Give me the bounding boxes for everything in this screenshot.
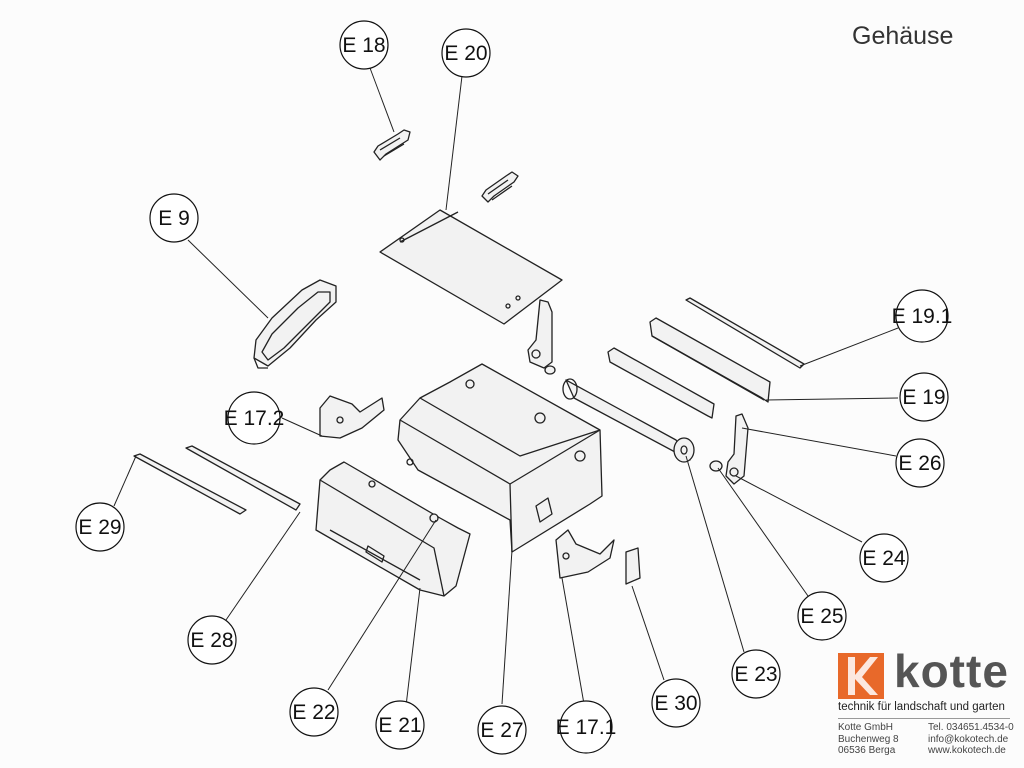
- company-contact: Tel. 034651.4534-0 info@kokotech.de www.…: [928, 722, 1014, 757]
- callout-e26: E 26: [895, 438, 945, 488]
- part-e18-handle: [373, 129, 411, 161]
- company-address: Kotte GmbH Buchenweg 8 06536 Berga: [838, 722, 899, 757]
- callout-label: E 28: [190, 629, 233, 652]
- callout-label: E 24: [862, 547, 906, 570]
- part-e17-1-side-plate: [555, 529, 615, 579]
- callout-label: E 29: [78, 516, 121, 539]
- part-e30-small-plate: [625, 547, 641, 585]
- address-line: Buchenweg 8: [838, 733, 899, 745]
- callout-e9: E 9: [149, 193, 199, 243]
- part-e20-cover-plate: [379, 209, 563, 325]
- callout-e24: E 24: [859, 533, 909, 583]
- callout-e27: E 27: [477, 705, 527, 755]
- address-line: Kotte GmbH: [838, 722, 894, 733]
- callout-e22: E 22: [289, 687, 339, 737]
- callout-e23: E 23: [731, 649, 781, 699]
- part-e27-housing: [397, 363, 603, 553]
- part-e19-angle-strip: [649, 317, 771, 403]
- part-e23-roller: [562, 378, 695, 463]
- callout-e19: E 19: [899, 372, 949, 422]
- part-e17-2-side-plate: [319, 395, 385, 439]
- website-url: www.kokotech.de: [928, 745, 1006, 756]
- part-e26-right-bracket: [725, 413, 749, 485]
- callout-label: E 19.1: [892, 305, 953, 328]
- callout-e29: E 29: [75, 502, 125, 552]
- page-title: Gehäuse: [852, 22, 954, 50]
- callout-label: E 27: [480, 719, 523, 742]
- callout-label: E 17.1: [556, 716, 617, 739]
- company-logo-block: kotte technik für landschaft und garten …: [838, 645, 1014, 760]
- part-e22-bolt: [429, 513, 439, 523]
- part-e9-belt-guard: [253, 279, 337, 369]
- callout-label: E 23: [734, 663, 777, 686]
- callout-label: E 9: [158, 207, 190, 230]
- part-e20-handle: [481, 171, 519, 203]
- part-e19-lower-strip: [607, 347, 715, 419]
- phone-number: Tel. 034651.4534-0: [928, 722, 1014, 733]
- callout-e21: E 21: [375, 700, 425, 750]
- email-address: info@kokotech.de: [928, 733, 1009, 745]
- callout-e25: E 25: [797, 591, 847, 641]
- brand-tagline: technik für landschaft und garten: [838, 701, 1005, 713]
- kotte-logo-icon: [838, 653, 884, 699]
- callout-e28: E 28: [187, 615, 237, 665]
- leader-lines: [113, 67, 899, 707]
- address-line: 06536 Berga: [838, 745, 896, 756]
- callout-label: E 18: [342, 34, 385, 57]
- brand-name: kotte: [894, 645, 1009, 697]
- callout-e30: E 30: [651, 678, 701, 728]
- callout-label: E 26: [898, 452, 941, 475]
- part-e26-left-bracket: [527, 299, 553, 369]
- callout-label: E 22: [292, 701, 335, 724]
- divider: [838, 718, 1010, 719]
- callout-label: E 20: [444, 42, 487, 65]
- callout-e17-2: E 17.2: [224, 391, 285, 445]
- callout-label: E 30: [654, 692, 697, 715]
- part-e29-strip: [133, 453, 247, 515]
- callout-e20: E 20: [441, 28, 491, 78]
- callout-label: E 19: [902, 386, 945, 409]
- part-e25-bushing: [544, 365, 723, 472]
- part-e28-strip: [185, 445, 301, 511]
- callout-e18: E 18: [339, 20, 389, 70]
- part-e21-front-channel: [315, 461, 471, 597]
- callout-e17-1: E 17.1: [556, 700, 617, 754]
- callout-label: E 25: [800, 605, 843, 628]
- callout-label: E 21: [378, 714, 421, 737]
- callout-label: E 17.2: [224, 407, 285, 430]
- callout-e19-1: E 19.1: [892, 289, 953, 343]
